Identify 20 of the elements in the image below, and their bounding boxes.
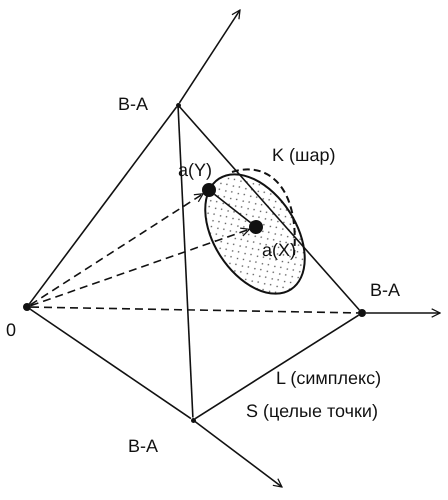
- edge-line: [30, 306, 358, 314]
- vertex-label: B-A: [128, 436, 158, 456]
- vertex-label: 0: [6, 320, 16, 340]
- edge-line: [177, 107, 194, 418]
- vertex-label: B-A: [118, 94, 148, 114]
- edge-line: [214, 194, 251, 224]
- vector-arrow: [30, 228, 250, 306]
- axis-ray: [194, 420, 283, 488]
- axis-ray: [178, 9, 241, 104]
- edge-line: [30, 308, 192, 420]
- vector-arrow: [30, 193, 204, 306]
- set-label: L (симплекс): [276, 368, 382, 388]
- edge-line: [179, 106, 360, 311]
- point-label: a(X): [262, 240, 296, 260]
- set-label: S (целые точки): [246, 401, 378, 421]
- vertex-label: B-A: [370, 280, 400, 300]
- ball-label: K (шар): [272, 145, 336, 165]
- edge-line: [194, 314, 360, 420]
- edge-line: [28, 106, 178, 304]
- axis-ray: [366, 308, 441, 318]
